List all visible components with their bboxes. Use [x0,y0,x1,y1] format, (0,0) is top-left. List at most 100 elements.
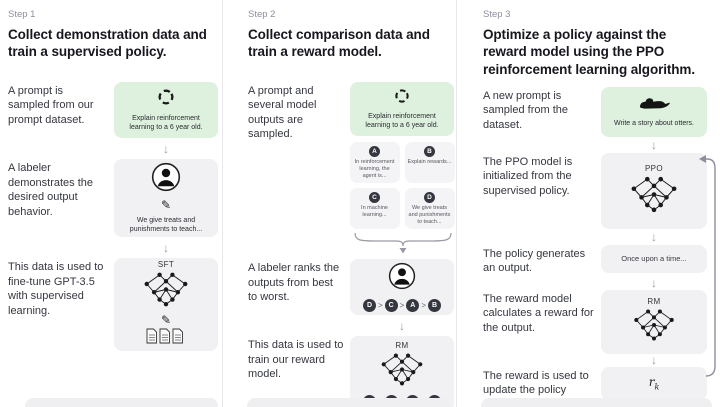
labeler-ranking-box: D>C>A>B [350,259,454,316]
down-arrow-icon: ↓ [651,137,657,152]
prompt-box: Explain reinforcement learning to a 6 ye… [350,81,454,137]
rank-3-badge: A [406,299,420,313]
step-1-row-finetune: This data is used to fine-tune GPT-3.5 w… [8,258,222,352]
sampling-cycle-icon [394,88,410,109]
step-1-row-prompt: A prompt is sampled from our prompt data… [8,81,222,139]
rm-label: RM [647,297,661,307]
output-b-text: Explain rewards... [407,159,452,166]
model-outputs-grid: A In reinforcement learning, the agent i… [349,142,455,230]
neural-network-icon [144,272,188,312]
neural-network-icon [631,176,677,218]
rank-2-badge: C [384,299,398,313]
pencil-icon: ✎ [160,313,172,328]
step-1-heading: Collect demonstration data and train a s… [8,27,207,60]
rm-label: RM [395,340,409,350]
step-2-column: Step 2 Collect comparison data and train… [222,0,456,407]
rank-separator: > [399,301,405,311]
down-arrow-icon: ↓ [651,353,657,368]
pencil-icon: ✎ [160,197,172,212]
down-arrow-icon: ↓ [163,141,169,156]
sft-label: SFT [157,260,175,270]
reward-value-box: rk [601,366,707,400]
flow-arrow-row: ↓ [8,138,222,159]
neural-network-icon [381,353,423,391]
step-1-prompt-description: A prompt is sampled from our prompt data… [8,84,94,126]
prompt-box: Write a story about otters. [601,86,707,137]
down-arrow-icon: ↓ [163,240,169,255]
flow-arrow-row: ↓ [483,276,720,290]
output-d-badge: D [424,192,435,204]
step-3-column: Step 3 Optimize a policy against the rew… [456,0,720,407]
output-c-text: In machine learning... [361,205,388,219]
step-2-ranking-description: A labeler ranks the outputs from best to… [248,262,340,304]
rank-1-badge: D [362,299,376,313]
output-b-box: B Explain rewards... [404,142,455,184]
output-c-box: C In machine learning... [349,188,400,230]
output-c-badge: C [369,192,380,204]
step-3-ppo-description: The PPO model is initialized from the su… [483,155,573,197]
output-d-text: We give treats and punishments to teach.… [408,205,451,226]
output-b-badge: B [424,146,435,158]
step-2-row-train-rm: This data is used to train our reward mo… [248,336,456,407]
next-section-peek-bar [25,398,218,407]
flow-arrow-row: ↓ [483,354,720,367]
otter-icon [637,96,671,116]
labeler-person-icon [151,162,181,197]
reward-model-box: RM [350,336,454,407]
reward-model-box: RM [601,289,707,354]
demonstration-text: We give treats and punishments to teach.… [129,216,203,234]
next-section-peek-bar [481,398,712,407]
ppo-label: PPO [644,163,664,173]
reward-value-symbol: rk [648,375,660,392]
sft-model-box: SFT [114,258,218,352]
step-3-prompt-description: A new prompt is sampled from the dataset… [483,89,568,131]
step-2-row-sampling: A prompt and several model outputs are s… [248,81,456,260]
down-arrow-icon: ↓ [651,275,657,290]
step-3-row-output: The policy generates an output. Once upo… [483,244,720,276]
step-3-heading: Optimize a policy against the reward mod… [483,27,695,77]
step-2-train-description: This data is used to train our reward mo… [248,339,344,381]
prompt-box: Explain reinforcement learning to a 6 ye… [114,81,218,139]
output-d-box: D We give treats and punishments to teac… [404,188,455,230]
step-1-finetune-description: This data is used to fine-tune GPT-3.5 w… [8,261,104,317]
labeler-person-icon [388,262,416,295]
output-a-text: In reinforcement learning, the agent is.… [354,159,395,180]
step-2-sampling-description: A prompt and several model outputs are s… [248,84,317,141]
output-a-badge: A [369,146,380,158]
ranking-sequence: D>C>A>B [362,299,441,313]
step-1-row-labeler: A labeler demonstrates the desired outpu… [8,159,222,238]
down-arrow-icon: ↓ [399,318,405,333]
flow-arrow-row: ↓ [248,315,456,336]
step-3-row-ppo: The PPO model is initialized from the su… [483,152,720,229]
demonstration-box: ✎ We give treats and punishments to teac… [114,159,218,238]
rank-4-badge: B [428,299,441,313]
flow-arrow-row: ↓ [483,137,720,153]
documents-icon [146,328,186,349]
neural-network-icon [633,309,675,346]
ppo-model-box: PPO [601,152,707,229]
sampling-cycle-icon [157,88,175,111]
next-section-peek-bar [247,398,450,407]
brace-arrow-icon [350,231,454,259]
step-2-row-ranking: A labeler ranks the outputs from best to… [248,259,456,316]
rank-separator: > [421,301,426,311]
rank-separator: > [377,301,383,311]
step-3-output-description: The policy generates an output. [483,247,586,275]
down-arrow-icon: ↓ [651,229,657,244]
step-3-row-prompt: A new prompt is sampled from the dataset… [483,86,720,137]
prompt-text: Explain reinforcement learning to a 6 ye… [365,112,439,129]
step-3-label: Step 3 [483,9,511,20]
flow-arrow-row: ↓ [8,237,222,258]
generated-output-text: Once upon a time... [621,254,687,264]
step-1-label: Step 1 [8,9,36,20]
ppo-feedback-loop-arrow [699,155,716,377]
step-2-heading: Collect comparison data and train a rewa… [248,27,430,60]
prompt-text: Explain reinforcement learning to a 6 ye… [129,114,203,131]
flow-arrow-row: ↓ [483,229,720,245]
prompt-text: Write a story about otters. [613,119,694,127]
step-2-label: Step 2 [248,9,276,20]
output-a-box: A In reinforcement learning, the agent i… [349,142,400,184]
step-3-reward-description: The reward model calculates a reward for… [483,292,594,334]
generated-output-box: Once upon a time... [601,244,707,273]
